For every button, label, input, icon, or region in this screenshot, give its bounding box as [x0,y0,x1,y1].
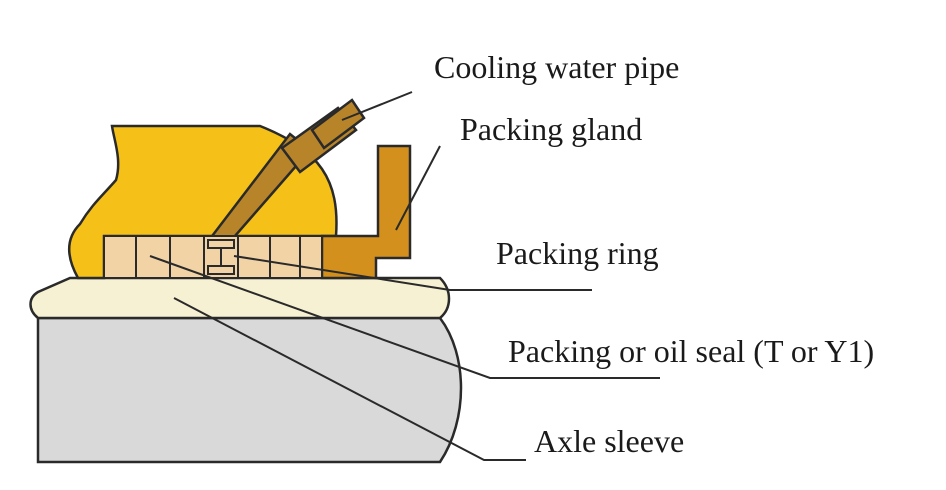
packing-rings [103,235,323,279]
leader-cooling-water-pipe [341,91,413,121]
label-packing-or-oil-seal: Packing or oil seal (T or Y1) [508,333,874,369]
label-packing-ring: Packing ring [496,235,659,271]
packing-ring-3 [169,235,205,279]
axle-sleeve [29,276,451,320]
label-cooling-water-pipe: Cooling water pipe [434,49,679,85]
packing-ring-1 [103,235,137,279]
leader-packing-gland [395,145,441,231]
leader-axle-sleeve [173,297,526,461]
packing-ring-6 [299,235,323,279]
shaft [36,316,463,464]
label-axle-sleeve: Axle sleeve [534,423,684,459]
label-packing-gland: Packing gland [460,111,642,147]
leader-packing-ring [233,255,592,291]
lantern-ring [203,235,239,279]
packing-ring-5 [269,235,301,279]
leader-packing-or-oil-seal [149,255,660,379]
